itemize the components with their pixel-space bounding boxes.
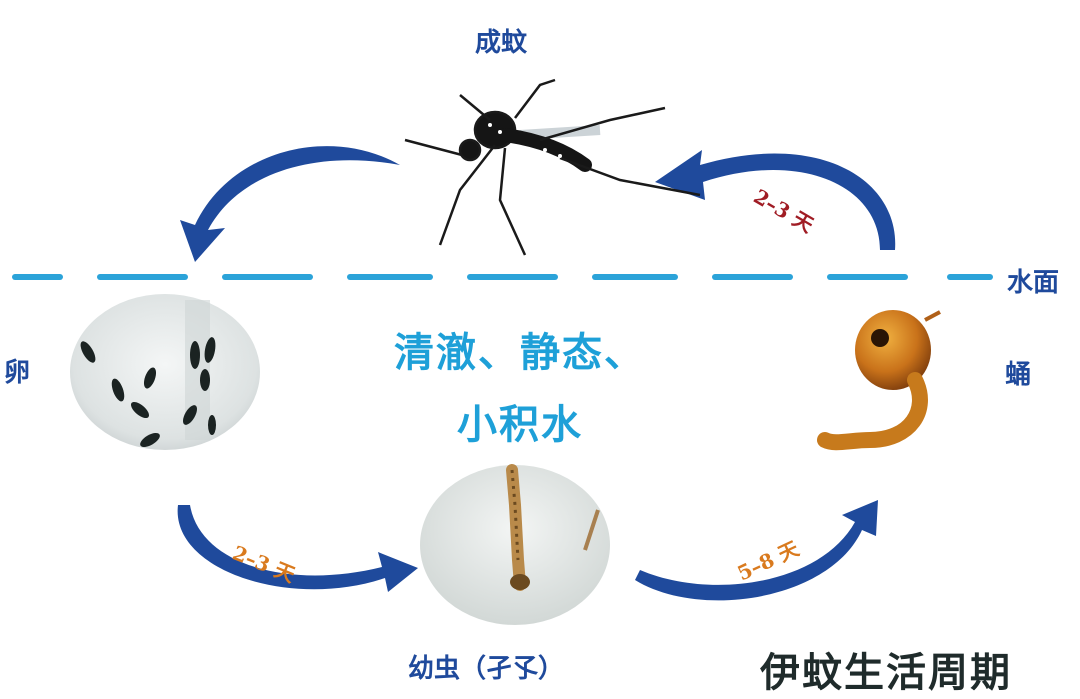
- stage-label-larva: 幼虫（孑孓）: [408, 654, 565, 684]
- arrow-pupa-to-adult: [655, 150, 896, 250]
- water-surface-label: 水面: [1007, 268, 1060, 298]
- habitat-text-line1: 清澈、静态、: [394, 330, 646, 376]
- adult-mosquito-image: [404, 78, 701, 256]
- arrow-larva-to-pupa: [635, 500, 878, 601]
- pupa-photo: [817, 310, 941, 451]
- habitat-text-line2: 小积水: [457, 402, 583, 448]
- stage-label-pupa: 蛹: [1005, 360, 1032, 390]
- diagram-title: 伊蚊生活周期: [760, 650, 1012, 696]
- stage-label-adult: 成蚊: [475, 28, 528, 58]
- larva-photo: [420, 464, 610, 625]
- stage-label-egg: 卵: [4, 358, 31, 388]
- egg-photo: [70, 294, 260, 450]
- arrow-adult-to-egg: [180, 146, 400, 262]
- arrow-egg-to-larva: [177, 505, 418, 592]
